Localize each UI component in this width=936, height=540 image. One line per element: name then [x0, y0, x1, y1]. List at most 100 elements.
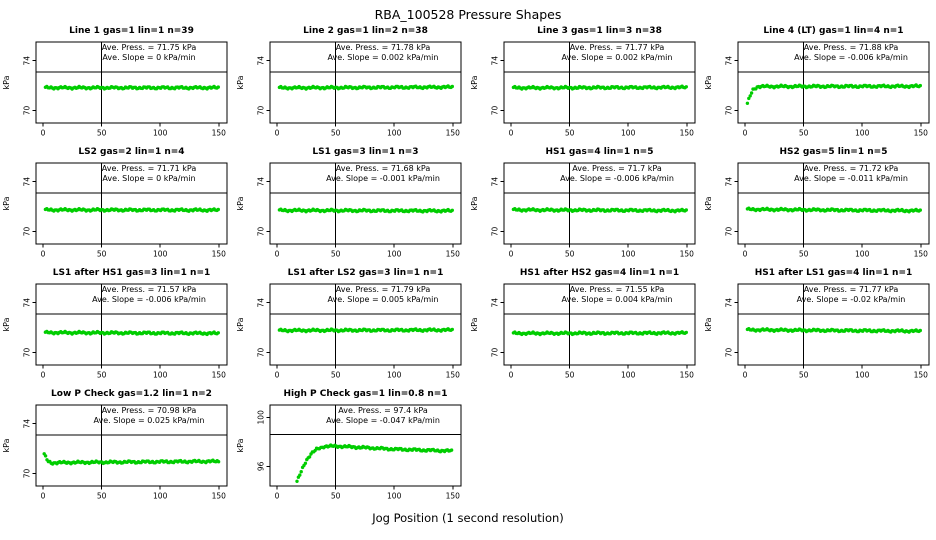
svg-text:100: 100 [621, 129, 636, 138]
svg-text:0: 0 [41, 371, 46, 380]
svg-text:50: 50 [97, 250, 107, 259]
svg-text:0: 0 [509, 250, 514, 259]
svg-text:150: 150 [446, 492, 461, 501]
svg-text:100: 100 [855, 129, 870, 138]
svg-text:0: 0 [743, 250, 748, 259]
svg-text:70: 70 [725, 227, 734, 237]
svg-text:kPa: kPa [704, 75, 713, 89]
svg-text:74: 74 [257, 56, 266, 66]
svg-text:kPa: kPa [470, 196, 479, 210]
svg-text:150: 150 [446, 250, 461, 259]
svg-text:0: 0 [275, 371, 280, 380]
svg-text:70: 70 [23, 469, 32, 479]
svg-text:70: 70 [491, 227, 500, 237]
svg-text:50: 50 [97, 371, 107, 380]
svg-text:100: 100 [621, 250, 636, 259]
svg-text:0: 0 [41, 129, 46, 138]
svg-text:kPa: kPa [704, 317, 713, 331]
svg-text:100: 100 [855, 250, 870, 259]
svg-text:50: 50 [97, 129, 107, 138]
svg-text:150: 150 [212, 492, 227, 501]
svg-text:kPa: kPa [2, 438, 11, 452]
panel-title: Line 2 gas=1 lin=2 n=38 [303, 26, 428, 36]
svg-text:kPa: kPa [2, 317, 11, 331]
svg-text:74: 74 [725, 298, 734, 308]
svg-text:74: 74 [491, 177, 500, 187]
panel-title: HS2 gas=5 lin=1 n=5 [779, 147, 888, 157]
figure-title: RBA_100528 Pressure Shapes [374, 7, 562, 22]
svg-text:50: 50 [799, 129, 809, 138]
svg-text:150: 150 [680, 129, 695, 138]
svg-text:kPa: kPa [2, 196, 11, 210]
svg-text:0: 0 [743, 129, 748, 138]
svg-text:150: 150 [212, 250, 227, 259]
svg-text:70: 70 [257, 106, 266, 116]
svg-text:150: 150 [914, 129, 929, 138]
svg-text:74: 74 [23, 298, 32, 308]
svg-text:50: 50 [565, 250, 575, 259]
svg-text:kPa: kPa [236, 317, 245, 331]
panel-title: High P Check gas=1 lin=0.8 n=1 [283, 389, 448, 399]
svg-text:70: 70 [491, 348, 500, 358]
svg-text:74: 74 [257, 298, 266, 308]
svg-text:0: 0 [275, 492, 280, 501]
x-axis-label: Jog Position (1 second resolution) [372, 511, 564, 525]
svg-text:50: 50 [565, 371, 575, 380]
panel-title: Line 4 (LT) gas=1 lin=4 n=1 [763, 26, 904, 36]
svg-text:70: 70 [257, 348, 266, 358]
svg-text:0: 0 [275, 129, 280, 138]
svg-text:50: 50 [331, 129, 341, 138]
svg-text:100: 100 [387, 371, 402, 380]
panel-title: LS2 gas=2 lin=1 n=4 [78, 147, 185, 157]
panel-title: HS1 after LS1 gas=4 lin=1 n=1 [754, 268, 913, 278]
svg-text:50: 50 [97, 492, 107, 501]
svg-text:70: 70 [725, 106, 734, 116]
svg-text:100: 100 [153, 250, 168, 259]
svg-text:50: 50 [331, 371, 341, 380]
svg-text:70: 70 [23, 227, 32, 237]
svg-text:50: 50 [331, 250, 341, 259]
svg-text:96: 96 [257, 461, 266, 471]
svg-text:150: 150 [212, 371, 227, 380]
svg-text:70: 70 [23, 106, 32, 116]
svg-text:50: 50 [565, 129, 575, 138]
svg-text:100: 100 [153, 129, 168, 138]
svg-text:0: 0 [743, 371, 748, 380]
svg-text:74: 74 [491, 298, 500, 308]
svg-text:50: 50 [799, 250, 809, 259]
svg-text:0: 0 [275, 250, 280, 259]
svg-text:150: 150 [446, 371, 461, 380]
svg-text:150: 150 [914, 371, 929, 380]
svg-text:74: 74 [23, 56, 32, 66]
svg-text:50: 50 [799, 371, 809, 380]
svg-text:150: 150 [680, 371, 695, 380]
panel-title: LS1 after HS1 gas=3 lin=1 n=1 [52, 268, 211, 278]
panel-title: LS1 gas=3 lin=1 n=3 [312, 147, 419, 157]
svg-text:100: 100 [387, 129, 402, 138]
svg-text:0: 0 [509, 129, 514, 138]
svg-text:70: 70 [725, 348, 734, 358]
svg-text:74: 74 [23, 419, 32, 429]
svg-text:100: 100 [153, 371, 168, 380]
svg-text:100: 100 [621, 371, 636, 380]
svg-text:100: 100 [153, 492, 168, 501]
